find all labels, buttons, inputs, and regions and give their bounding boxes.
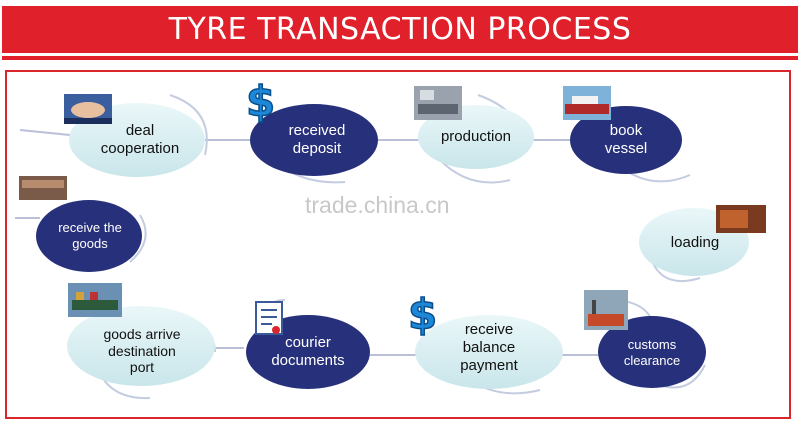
- header-bar: [2, 6, 798, 53]
- page-title: TYRE TRANSACTION PROCESS: [168, 12, 632, 47]
- harbor-photo-icon: [68, 283, 122, 317]
- svg-text:$: $: [246, 77, 275, 126]
- connectors: [15, 129, 598, 356]
- label-vessel: book vessel: [604, 122, 648, 157]
- label-balance: receive balance payment: [460, 321, 518, 374]
- node-production: [418, 105, 534, 169]
- dollar-icon: $: [407, 289, 438, 340]
- label-customs: customs clearance: [623, 337, 681, 368]
- label-courier: courier documents: [271, 334, 345, 369]
- label-loading: loading: [670, 234, 720, 251]
- connector-arrow-in: [19, 129, 71, 136]
- svg-text:$: $: [408, 290, 437, 339]
- document-icon: [255, 301, 283, 335]
- diagram-frame: [5, 70, 791, 419]
- node-receive: [36, 200, 142, 272]
- node-deposit: [250, 104, 378, 176]
- label-receive: receive the goods: [58, 220, 122, 251]
- port-photo-icon: [584, 290, 628, 330]
- factory-photo-icon: [414, 86, 462, 120]
- tyres-photo-icon: [19, 176, 67, 200]
- node-balance: [415, 315, 563, 389]
- watermark: trade.china.cn: [305, 192, 450, 218]
- node-arrive: [67, 306, 215, 386]
- label-production: production: [440, 128, 512, 145]
- label-deal: deal cooperation: [100, 122, 180, 157]
- ship-photo-icon: [563, 86, 611, 120]
- node-customs: [598, 316, 706, 388]
- dollar-icon: $: [245, 76, 276, 127]
- node-vessel: [570, 106, 682, 174]
- container-photo-icon: [716, 205, 766, 233]
- icons: $ $: [19, 76, 766, 340]
- handshake-photo-icon: [64, 94, 112, 124]
- header-underline: [2, 56, 798, 60]
- label-arrive: goods arrive destination port: [103, 325, 181, 376]
- label-deposit: received deposit: [288, 122, 346, 157]
